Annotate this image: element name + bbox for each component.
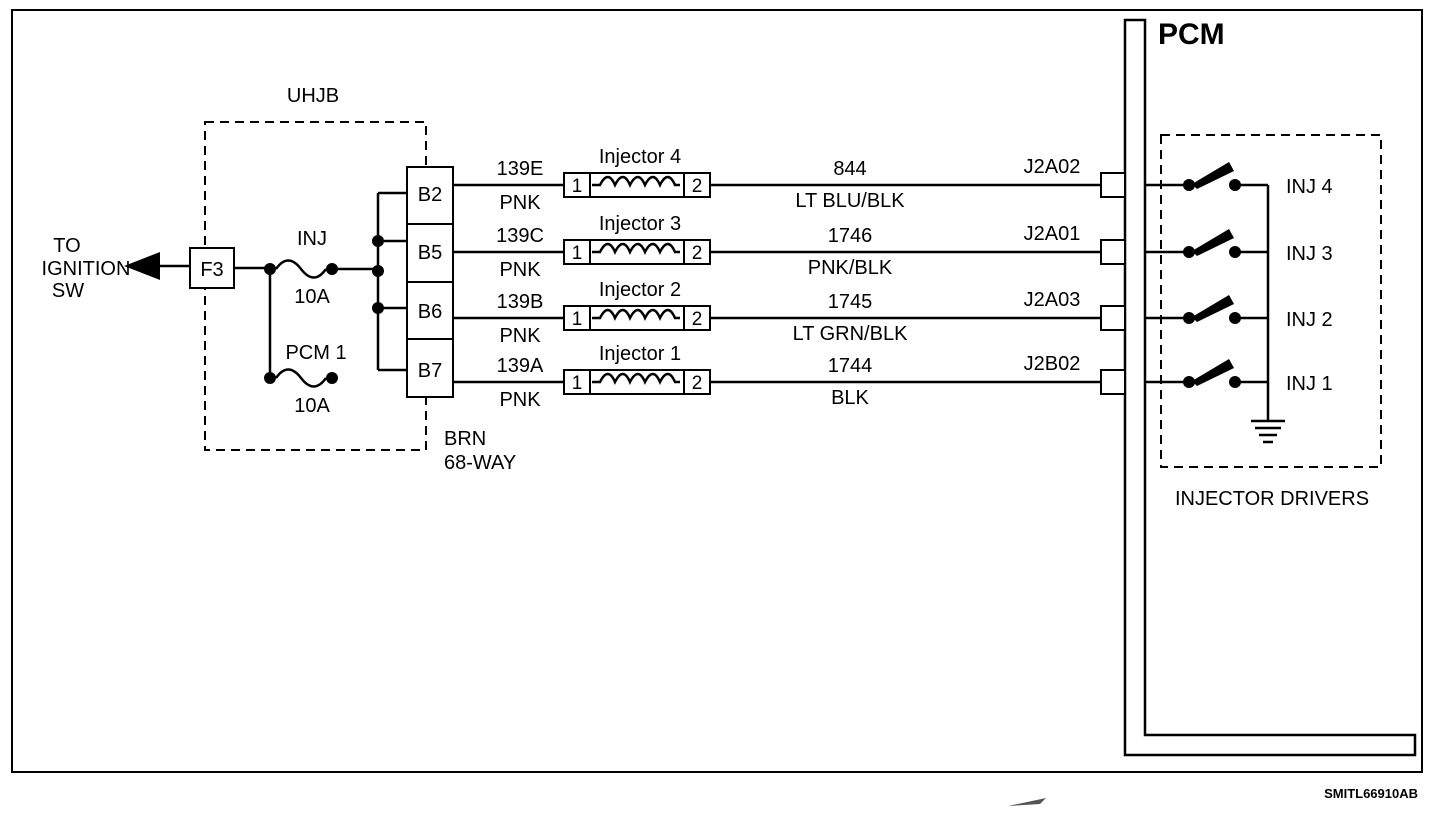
injector-drivers-enclosure (1160, 134, 1382, 468)
driver-switch-icon (1192, 162, 1234, 189)
wire-color: PNK (499, 259, 541, 281)
injector-pin-2: 2 (692, 243, 703, 264)
injector-drivers-label: INJECTOR DRIVERS (1175, 488, 1369, 510)
circuit-row: 139B PNK 1 2 Injector 2 1745 LT GRN/BLK J2A03IN… (453, 279, 1333, 347)
fuse-pcm-rating: 10A (294, 395, 330, 417)
pcm-terminal (1100, 369, 1126, 395)
injector-name: Injector 2 (599, 279, 681, 301)
jb-pin-b5: B5 (418, 242, 442, 264)
driver-label: INJ 4 (1286, 176, 1333, 198)
pcm-pin: J2A02 (1024, 156, 1081, 178)
fuse-inj-rating: 10A (294, 286, 330, 308)
ignition-arrow-icon (124, 252, 160, 280)
wire-color: PNK (499, 192, 541, 214)
circuit-row: 139E PNK 1 2 Injector 4 844 LT BLU/BLK J2A02INJ… (453, 146, 1333, 214)
pcm-terminal (1100, 172, 1126, 198)
jb-pin-b2: B2 (418, 184, 442, 206)
out-wire-color: BLK (831, 387, 869, 409)
pcm-housing (1123, 18, 1417, 757)
injector-pin-1: 1 (572, 243, 583, 264)
fuse-inj-name: INJ (297, 228, 327, 250)
connector-f3-label: F3 (200, 259, 223, 281)
circuit-number: 139C (496, 225, 544, 247)
pcm-pin: J2A03 (1024, 289, 1081, 311)
driver-label: INJ 2 (1286, 309, 1333, 331)
driver-switch-icon (1192, 229, 1234, 256)
out-wire-color: LT BLU/BLK (795, 190, 905, 212)
injector-coil-icon (592, 242, 680, 255)
injector-pin-2: 2 (692, 309, 703, 330)
junction-block-name: UHJB (287, 85, 339, 107)
ground-icon (1251, 419, 1285, 444)
driver-switch-icon (1192, 359, 1234, 386)
out-circuit-number: 1744 (828, 355, 873, 377)
fuse-pcm-icon (274, 368, 328, 388)
injector-name: Injector 1 (599, 343, 681, 365)
driver-switch-icon (1192, 295, 1234, 322)
pcm-pin: J2A01 (1024, 223, 1081, 245)
source-label-line-1: TO (53, 235, 80, 257)
pcm-title: PCM (1158, 18, 1225, 51)
connector-color: BRN (444, 428, 486, 450)
stray-mark (1008, 798, 1046, 806)
fuse-pcm-name: PCM 1 (285, 342, 346, 364)
jb-pin-b6: B6 (418, 301, 442, 323)
out-circuit-number: 844 (833, 158, 866, 180)
jb-pin-b7: B7 (418, 360, 442, 382)
injector-pin-2: 2 (692, 373, 703, 394)
source-label-line-2: IGNITION (42, 258, 131, 280)
injector-name: Injector 3 (599, 213, 681, 235)
source-label-line-3: SW (52, 280, 84, 302)
diagram-frame (11, 9, 1423, 773)
out-circuit-number: 1746 (828, 225, 873, 247)
injector-pin-1: 1 (572, 373, 583, 394)
fuse-inj-icon (274, 259, 328, 279)
wire-color: PNK (499, 325, 541, 347)
driver-label: INJ 3 (1286, 243, 1333, 265)
circuit-number: 139E (497, 158, 544, 180)
wire-color: PNK (499, 389, 541, 411)
injector-coil-icon (592, 175, 680, 188)
pcm-terminal (1100, 239, 1126, 265)
driver-label: INJ 1 (1286, 373, 1333, 395)
injector-coil-icon (592, 308, 680, 321)
out-wire-color: LT GRN/BLK (793, 323, 909, 345)
injector-pin-1: 1 (572, 176, 583, 197)
injector-name: Injector 4 (599, 146, 681, 168)
pcm-terminal (1100, 305, 1126, 331)
injector-coil-icon (592, 372, 680, 385)
injector-pin-1: 1 (572, 309, 583, 330)
reference-code: SMITL66910AB (1324, 786, 1418, 801)
connector-type: 68-WAY (444, 452, 516, 474)
injector-pin-2: 2 (692, 176, 703, 197)
circuit-number: 139A (497, 355, 544, 377)
pcm-pin: J2B02 (1024, 353, 1081, 375)
circuit-number: 139B (497, 291, 544, 313)
out-circuit-number: 1745 (828, 291, 873, 313)
out-wire-color: PNK/BLK (808, 257, 893, 279)
